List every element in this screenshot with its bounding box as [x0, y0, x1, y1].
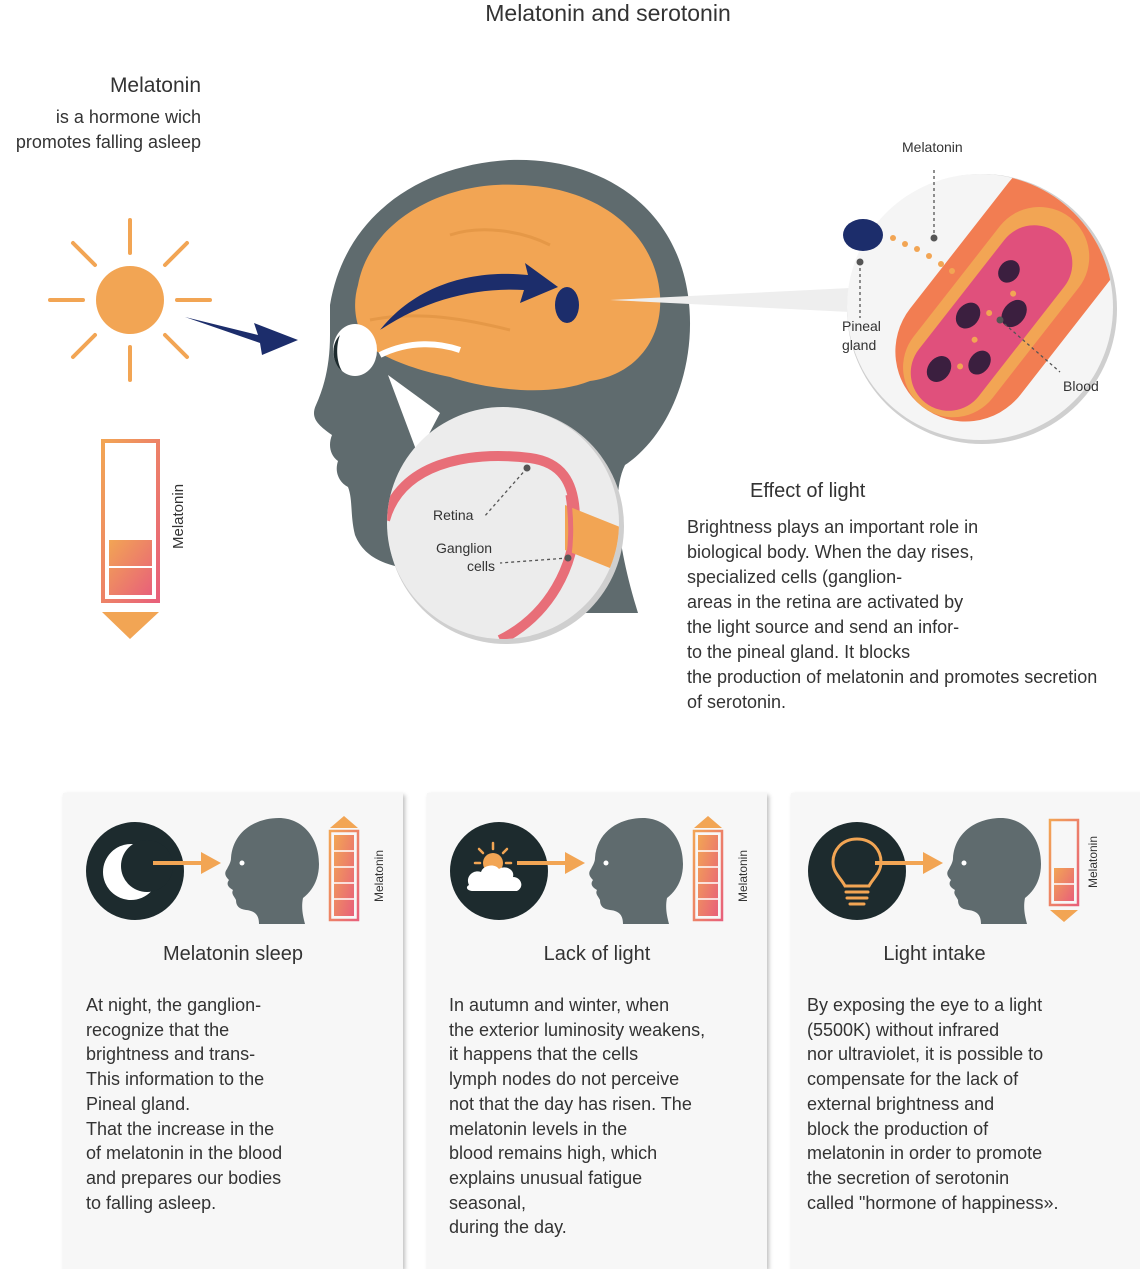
- card-line: called "hormone of happiness».: [807, 1192, 1059, 1213]
- effect-line: to the pineal gland. It blocks: [687, 642, 911, 662]
- card-line: This information to the: [86, 1069, 265, 1090]
- card-text: At night, the ganglion- recognize that t…: [86, 993, 282, 1215]
- card-melatonin-sleep: Melatonin Melatonin sleep At night, the …: [63, 793, 403, 1269]
- melatonin-meter-up-icon: [692, 816, 724, 922]
- card-line: of melatonin in the blood: [86, 1143, 283, 1164]
- effect-line: of serotonin.: [687, 692, 787, 712]
- effect-line: the production of melatonin and promotes…: [687, 667, 1098, 687]
- intro-text: is a hormone wich promotes falling aslee…: [0, 105, 201, 155]
- head-profile-icon: [225, 818, 319, 924]
- head-profile-icon: [947, 818, 1041, 924]
- card-line: melatonin levels in the: [449, 1118, 628, 1139]
- light-bulb-icon: [808, 822, 906, 920]
- pineal-label: Pineal: [842, 318, 881, 334]
- card-light-intake: Melatonin Light intake By exposing the e…: [791, 793, 1140, 1269]
- card-line: the secretion of serotonin: [807, 1167, 1010, 1188]
- card-line: Pineal gland.: [86, 1093, 191, 1114]
- page-title: Melatonin and serotonin: [485, 0, 731, 26]
- card-line: At night, the ganglion-: [86, 995, 262, 1015]
- intro-heading: Melatonin: [109, 74, 201, 97]
- light-arrow-icon: [185, 317, 298, 355]
- retina-label: Retina: [433, 507, 474, 523]
- card-line: (5500K) without infrared: [807, 1019, 1000, 1040]
- melatonin-meter-down-icon: [1048, 818, 1080, 922]
- arrow-icon: [517, 852, 585, 874]
- card-line: melatonin in order to promote: [807, 1143, 1043, 1164]
- melatonin-meter-up-icon: [328, 816, 360, 922]
- card-line: recognize that the: [86, 1019, 230, 1040]
- intro-line: is a hormone wich: [55, 107, 201, 127]
- effect-text: Brightness plays an important role in bi…: [687, 515, 1140, 715]
- card-meter-label: Melatonin: [1086, 835, 1100, 889]
- effect-heading: Effect of light: [750, 480, 866, 502]
- moon-icon: [86, 822, 184, 920]
- card-line: explains unusual fatigue: [449, 1167, 643, 1188]
- card-line: and prepares our bodies: [86, 1167, 282, 1188]
- pineal-label-gland: gland: [842, 337, 877, 353]
- arrow-icon: [153, 852, 221, 874]
- effect-line: biological body. When the day rises,: [687, 542, 974, 562]
- sun-icon: [48, 218, 212, 382]
- retina-zoom-illustration: [387, 407, 624, 644]
- card-line: the exterior luminosity weakens,: [449, 1019, 706, 1040]
- card-line: nor ultraviolet, it is possible to: [807, 1044, 1044, 1065]
- card-line: That the increase in the: [86, 1118, 275, 1139]
- card-line: block the production of: [807, 1118, 989, 1139]
- card-line: external brightness and: [807, 1093, 995, 1114]
- effect-line: areas in the retina are activated by: [687, 592, 964, 612]
- effect-line: specialized cells (ganglion-: [687, 567, 903, 587]
- card-title: Light intake: [883, 943, 986, 965]
- meter-label: Melatonin: [170, 483, 187, 549]
- card-meter-label: Melatonin: [736, 849, 750, 903]
- intro-line: promotes falling asleep: [15, 132, 201, 152]
- effect-line: Brightness plays an important role in: [687, 517, 979, 537]
- ganglion-label-cells: cells: [467, 558, 496, 574]
- arrow-icon: [875, 852, 943, 874]
- card-line: By exposing the eye to a light: [807, 995, 1043, 1015]
- melatonin-meter-icon: [101, 439, 160, 639]
- blood-label: Blood: [1063, 378, 1099, 394]
- card-text: By exposing the eye to a light (5500K) w…: [807, 993, 1059, 1215]
- card-meter-label: Melatonin: [372, 849, 386, 903]
- card-line: brightness and trans-: [86, 1044, 256, 1065]
- ganglion-label: Ganglion: [436, 540, 493, 556]
- card-line: to falling asleep.: [86, 1192, 217, 1213]
- card-line: seasonal,: [449, 1192, 527, 1213]
- card-line: compensate for the lack of: [807, 1069, 1019, 1090]
- card-line: blood remains high, which: [449, 1143, 658, 1164]
- card-text: In autumn and winter, when the exterior …: [449, 993, 705, 1240]
- card-line: not that the day has risen. The: [449, 1093, 692, 1114]
- card-line: it happens that the cells: [449, 1044, 639, 1065]
- card-lack-of-light: Melatonin Lack of light In autumn and wi…: [427, 793, 767, 1269]
- card-line: lymph nodes do not perceive: [449, 1069, 680, 1090]
- melatonin-label: Melatonin: [902, 139, 963, 155]
- head-profile-icon: [589, 818, 683, 924]
- card-line: during the day.: [449, 1217, 567, 1238]
- effect-line: the light source and send an infor-: [687, 617, 960, 637]
- blood-zoom-illustration: [610, 170, 1117, 444]
- card-line: In autumn and winter, when: [449, 995, 670, 1015]
- card-title: Lack of light: [543, 943, 651, 965]
- cloud-sun-icon: [450, 822, 548, 920]
- card-title: Melatonin sleep: [162, 943, 304, 965]
